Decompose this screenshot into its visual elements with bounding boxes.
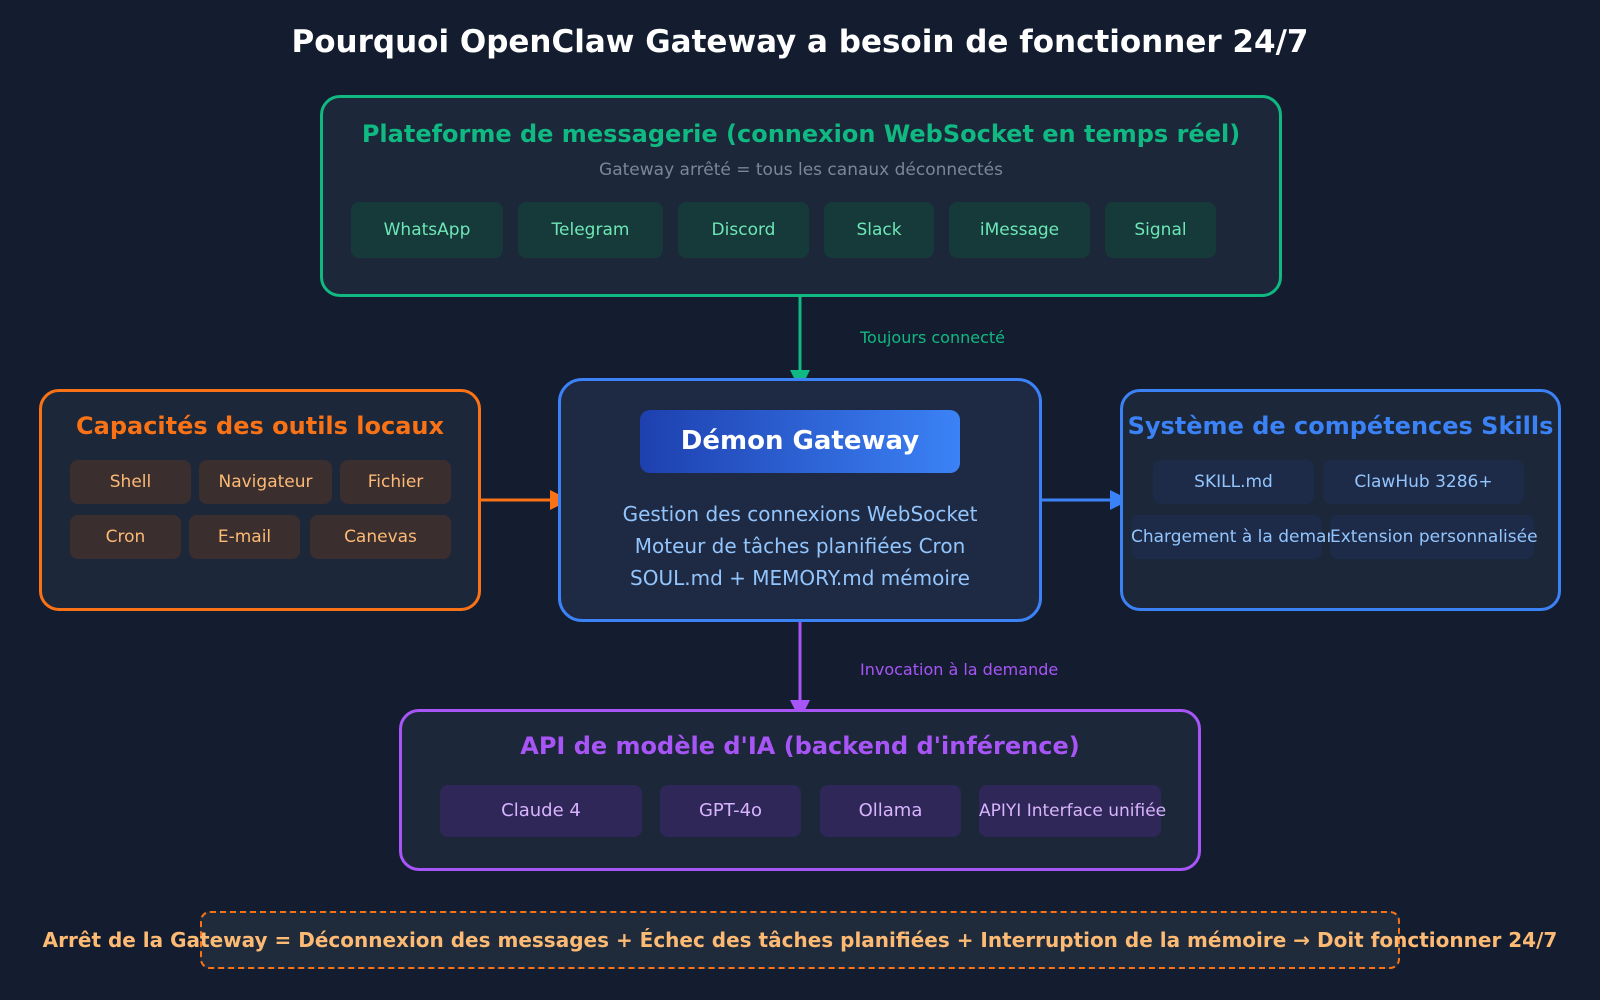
local-tools-panel: Capacités des outils locaux Shell Naviga… — [39, 389, 481, 611]
channel-telegram: Telegram — [518, 202, 663, 258]
messaging-platform-panel: Plateforme de messagerie (connexion WebS… — [320, 95, 1282, 297]
tool-navigateur: Navigateur — [199, 460, 332, 504]
edge-label-on-demand: Invocation à la demande — [860, 660, 1059, 679]
ai-api-title: API de modèle d'IA (backend d'inférence) — [520, 732, 1080, 760]
skills-system-panel: Système de compétences Skills SKILL.md C… — [1120, 389, 1561, 611]
channel-slack: Slack — [824, 202, 934, 258]
tool-fichier: Fichier — [340, 460, 451, 504]
ai-model-api-panel: API de modèle d'IA (backend d'inférence)… — [399, 709, 1201, 871]
model-gpt-4o: GPT-4o — [660, 785, 801, 837]
bottom-warning-text: Arrêt de la Gateway = Déconnexion des me… — [42, 928, 1558, 952]
channel-whatsapp: WhatsApp — [351, 202, 503, 258]
local-tools-title: Capacités des outils locaux — [76, 412, 444, 440]
skill-clawhub: ClawHub 3286+ — [1323, 460, 1524, 504]
page-title: Pourquoi OpenClaw Gateway a besoin de fo… — [291, 24, 1309, 60]
tool-canevas: Canevas — [310, 515, 451, 559]
tool-cron: Cron — [70, 515, 181, 559]
model-claude-4: Claude 4 — [440, 785, 642, 837]
gateway-line-cron: Moteur de tâches planifiées Cron — [634, 534, 966, 558]
model-apiyi-unified: APIYI Interface unifiée — [979, 785, 1166, 837]
skill-custom-extension: Extension personnalisée — [1330, 515, 1538, 559]
skill-skill-md: SKILL.md — [1153, 460, 1314, 504]
tool-shell: Shell — [70, 460, 191, 504]
skill-on-demand-loading: Chargement à la demande — [1131, 515, 1358, 559]
messaging-title: Plateforme de messagerie (connexion WebS… — [361, 120, 1241, 148]
edge-label-always-connected: Toujours connecté — [860, 328, 1005, 347]
tool-email: E-mail — [189, 515, 300, 559]
channel-imessage: iMessage — [949, 202, 1090, 258]
channel-discord: Discord — [678, 202, 809, 258]
skills-title: Système de compétences Skills — [1127, 412, 1554, 440]
gateway-title: Démon Gateway — [640, 410, 960, 473]
messaging-subtitle: Gateway arrêté = tous les canaux déconne… — [599, 160, 1003, 180]
model-ollama: Ollama — [820, 785, 961, 837]
gateway-line-websocket: Gestion des connexions WebSocket — [622, 502, 978, 526]
gateway-line-memory: SOUL.md + MEMORY.md mémoire — [630, 566, 970, 590]
channel-signal: Signal — [1105, 202, 1216, 258]
bottom-warning-box — [200, 911, 1400, 969]
